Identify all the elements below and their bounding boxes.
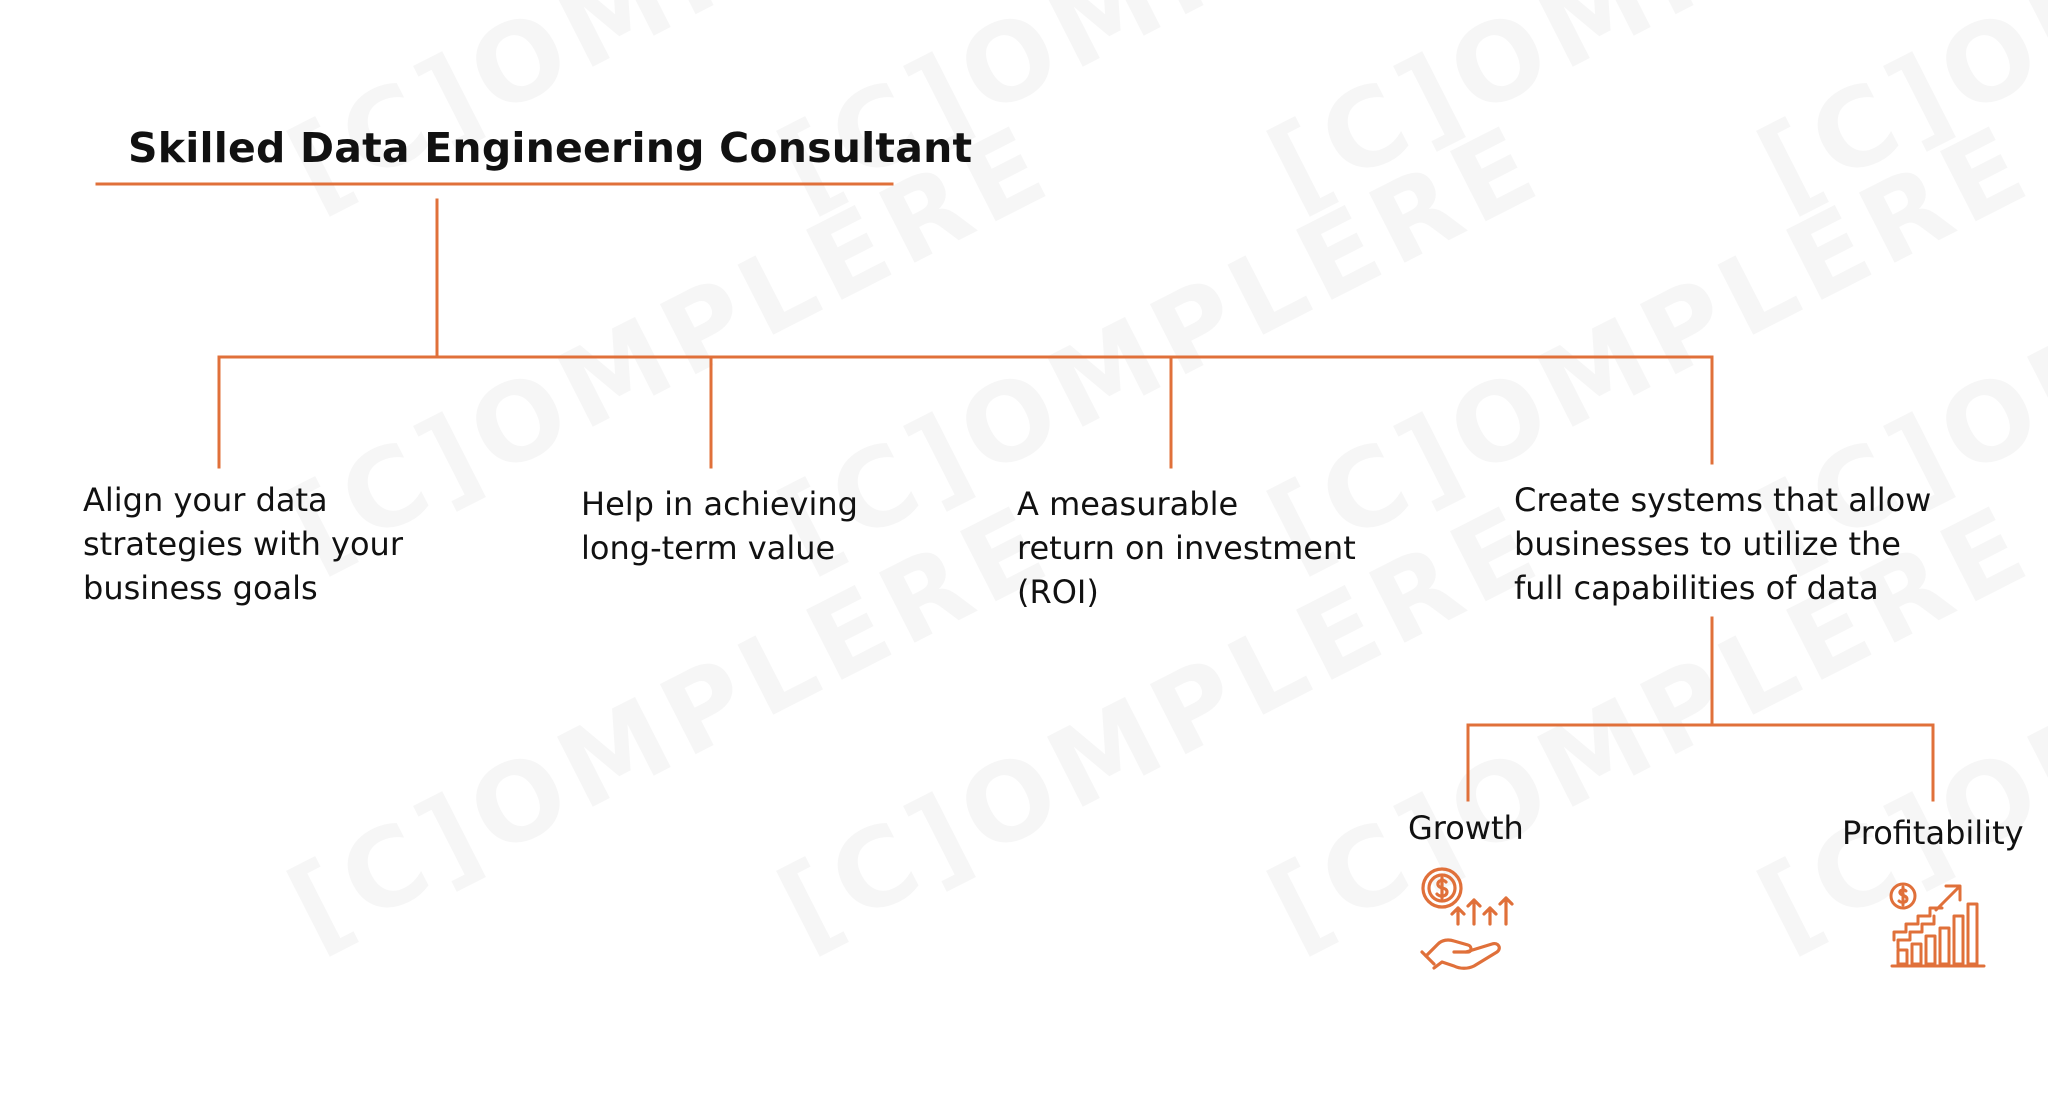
node-align-data-strategies: Align your data strategies with your bus…: [83, 481, 403, 607]
node-roi: A measurable return on investment (ROI): [1017, 485, 1356, 611]
diagram-title: Skilled Data Engineering Consultant: [128, 124, 973, 172]
sub-node-growth-label: Growth: [1408, 809, 1524, 847]
sub-node-profitability-label: Profitability: [1842, 814, 2024, 852]
node-create-systems: Create systems that allow businesses to …: [1514, 481, 1932, 607]
node-long-term-value: Help in achieving long-term value: [581, 485, 858, 567]
profitability-chart-icon: [1889, 882, 1986, 968]
growth-money-hand-icon: [1420, 867, 1514, 970]
